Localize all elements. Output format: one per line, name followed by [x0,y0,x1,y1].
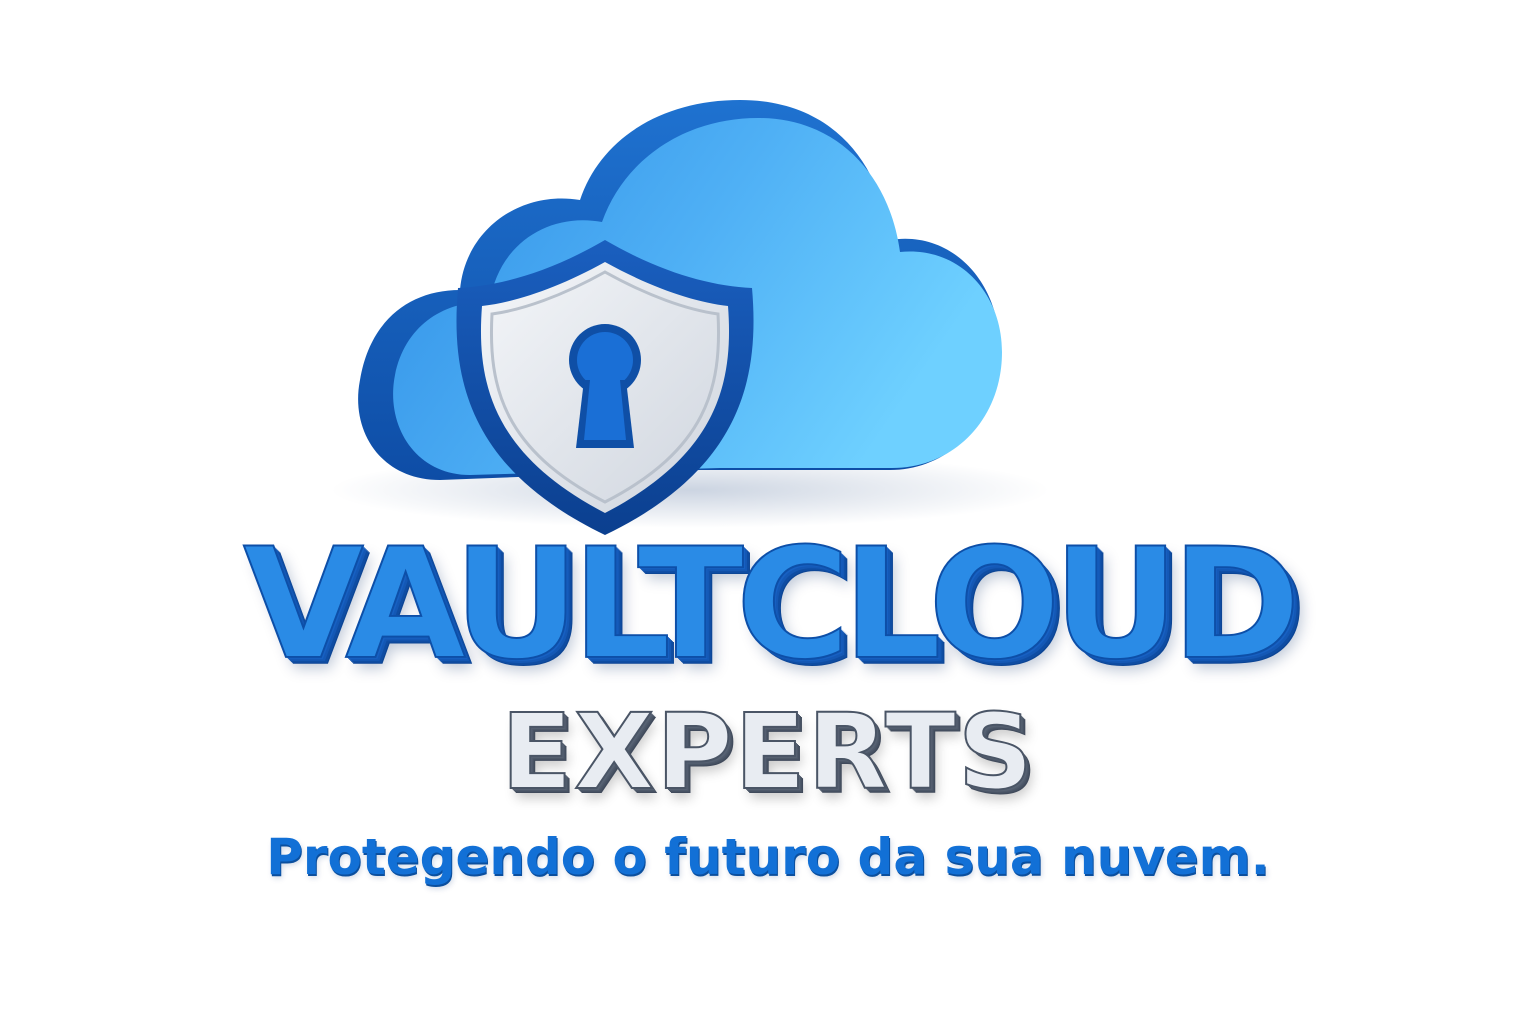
tagline: Protegendo o futuro da sua nuvem. [266,828,1270,886]
brand-subname: EXPERTS [500,691,1035,813]
keyhole-icon [569,324,641,448]
brand-name: VAULTCLOUD [242,514,1302,694]
